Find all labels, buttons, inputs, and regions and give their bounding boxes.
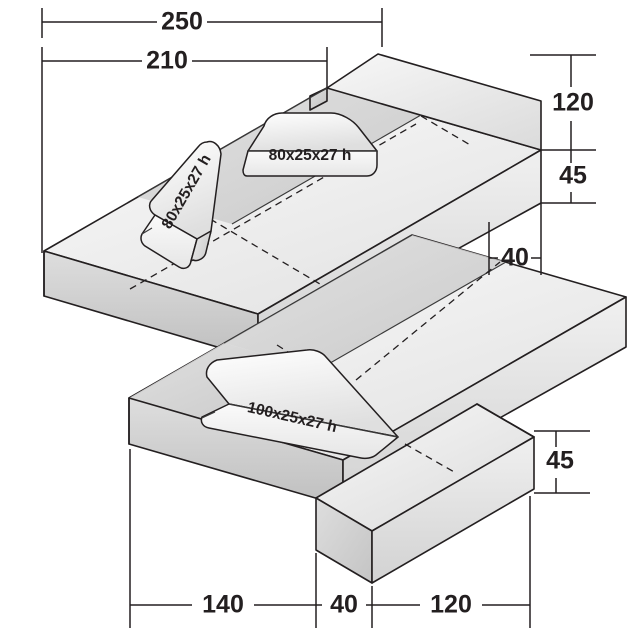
dimension-210: 210 [41,47,328,253]
knob-lower-seam [228,403,399,438]
lower-slab-top-shadow-2 [224,235,506,370]
upper-hidden-line-3 [420,115,473,147]
dim-120b-text: 120 [430,591,472,619]
lower-hidden-line-4 [404,443,457,474]
knob-upper-rear-front-face [242,150,378,177]
lower-block-assembly: 100x25x27 h [128,234,627,584]
knob-lower-base-hint [201,411,216,419]
dimension-120: 120 [530,54,596,151]
dim-45l-text: 45 [546,447,574,475]
knob-lower-front-face [200,403,399,460]
upper-hidden-line-2 [199,212,348,301]
knob-upper-left-front-face [140,214,198,270]
dim-250-text: 250 [161,8,203,36]
dim-40b-text: 40 [330,591,358,619]
lower-slab-seam-a [317,261,507,371]
dim-45u-text: 45 [559,162,587,190]
knob-lower: 100x25x27 h [200,349,399,460]
lower-ledge-right-face [371,436,535,584]
knob-upper-left: 80x25x27 h [140,140,222,270]
lower-slab-seam-b [223,234,413,344]
dimension-45-upper: 45 [541,150,596,204]
knob-upper-rear-top-face [247,112,378,152]
knob-upper-left-side-face [190,230,212,262]
knob-upper-rear-label: 80x25x27 h [269,147,352,164]
dimension-40-right: 40 [488,203,542,275]
dimension-45-lower: 45 [534,430,590,494]
dim-120-text: 120 [552,89,594,117]
knob-lower-top-face [205,349,399,438]
dim-40r-text: 40 [501,244,529,272]
knob-upper-left-base-hint [141,227,153,235]
dim-210-text: 210 [146,47,188,75]
knob-upper-rear: 80x25x27 h [242,112,378,177]
lower-ledge-rear-edge [476,403,535,438]
dim-140-text: 140 [202,591,244,619]
dimension-250: 250 [41,8,383,47]
dimension-bottom-chain: 140 40 120 [129,449,531,628]
